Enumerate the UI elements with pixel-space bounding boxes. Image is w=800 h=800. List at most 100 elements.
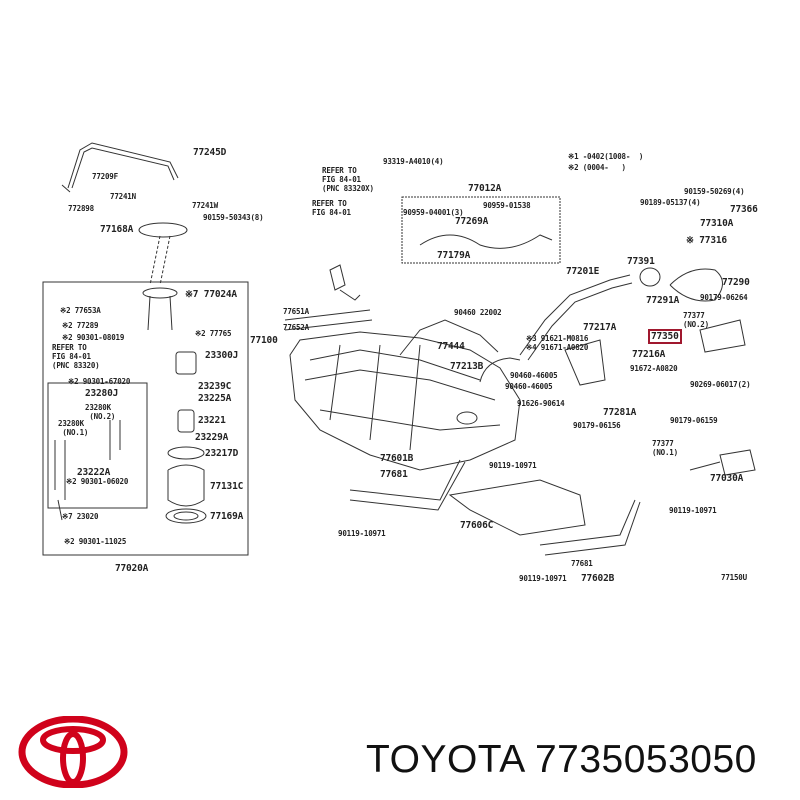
part-label[interactable]: 77681 [571, 559, 593, 568]
fuel-lid [699, 319, 746, 353]
part-label[interactable]: REFER TO FIG 84-01 (PNC 83320X) [322, 166, 374, 193]
part-label[interactable]: 77291A [646, 295, 680, 306]
part-label[interactable]: 91626-90614 [517, 399, 565, 408]
part-label[interactable]: 77606C [460, 520, 494, 531]
part-label[interactable]: 77216A [632, 349, 666, 360]
part-label[interactable]: 90119-10971 [489, 461, 537, 470]
part-label[interactable]: 90959-04001(3) [403, 208, 464, 217]
part-label[interactable]: 77169A [210, 511, 244, 522]
part-label[interactable]: ※2 (0004- ) [568, 163, 626, 172]
part-label[interactable]: 77241W [192, 201, 218, 210]
part-label[interactable]: 77310A [700, 218, 734, 229]
part-label[interactable]: 77290 [722, 277, 750, 288]
part-label[interactable]: 90159-50343(8) [203, 213, 264, 222]
part-label[interactable]: 23229A [195, 432, 229, 443]
pump-body [175, 351, 197, 375]
part-label[interactable]: 77150U [721, 573, 747, 582]
part-label[interactable]: ※7 23020 [62, 512, 99, 521]
vent-hose-kit-box [401, 196, 561, 264]
part-label[interactable]: 90189-05137(4) [640, 198, 701, 207]
part-label[interactable]: 90460-46005 [510, 371, 558, 380]
part-label[interactable]: REFER TO FIG 84-01 [312, 199, 351, 217]
part-label[interactable]: 77681 [380, 469, 408, 480]
part-label[interactable]: 90119-10971 [338, 529, 386, 538]
part-label[interactable]: 23225A [198, 393, 232, 404]
part-label[interactable]: 77131C [210, 481, 244, 492]
part-label[interactable]: 77213B [450, 361, 484, 372]
fuel-tube [61, 142, 179, 193]
part-label[interactable]: REFER TO FIG 84-01 (PNC 83320) [52, 343, 100, 370]
filter [177, 409, 195, 433]
part-label[interactable]: ※2 90301-06020 [66, 477, 129, 486]
part-label[interactable]: ※2 90301-67020 [68, 377, 131, 386]
part-label[interactable]: 77391 [627, 256, 655, 267]
part-label[interactable]: 77030A [710, 473, 744, 484]
part-label[interactable]: 23280K (NO.2) [85, 403, 116, 421]
part-label[interactable]: 77012A [468, 183, 502, 194]
tank-opening [456, 411, 478, 425]
part-label[interactable]: 90159-50269(4) [684, 187, 745, 196]
guide-lines [149, 235, 171, 286]
part-label[interactable]: ※2 90301-08019 [62, 333, 125, 342]
part-label[interactable]: 772898 [68, 204, 94, 213]
part-label[interactable]: 90179-06264 [700, 293, 748, 302]
protector-plate [448, 479, 586, 536]
part-label[interactable]: 23239C [198, 381, 232, 392]
part-label[interactable]: ※1 -0402(1008- ) [568, 152, 644, 161]
part-label[interactable]: 23222A [77, 467, 111, 478]
part-label[interactable]: 77209F [92, 172, 118, 181]
part-label[interactable]: ※2 77653A [60, 306, 101, 315]
part-label[interactable]: 77179A [437, 250, 471, 261]
part-label[interactable]: ※ 77316 [686, 235, 727, 246]
part-label[interactable]: 23280K (NO.1) [58, 419, 89, 437]
part-label[interactable]: 90959-01538 [483, 201, 531, 210]
part-label[interactable]: 77020A [115, 563, 149, 574]
part-label[interactable]: ※2 90301-11025 [64, 537, 127, 546]
part-label[interactable]: 90460 22002 [454, 308, 502, 317]
pump-top [142, 287, 178, 299]
fuel-pump-assembly-box [42, 281, 249, 556]
part-label[interactable]: 23217D [205, 448, 239, 459]
part-label[interactable]: 90269-06017(2) [690, 380, 751, 389]
part-label[interactable]: 91672-A0820 [630, 364, 678, 373]
part-label[interactable]: ※2 77289 [62, 321, 99, 330]
part-label[interactable]: 77377 (NO.1) [652, 439, 678, 457]
filler-pipe [519, 274, 633, 361]
part-label[interactable]: 90119-10971 [519, 574, 567, 583]
part-label[interactable]: 77217A [583, 322, 617, 333]
part-label[interactable]: 77377 (NO.2) [683, 311, 709, 329]
gasket-ring [165, 508, 207, 524]
part-label[interactable]: 77652A [283, 323, 309, 332]
part-label[interactable]: 23280J [85, 388, 119, 399]
pump-flange [138, 222, 188, 238]
fuel-tank [289, 331, 521, 471]
part-label[interactable]: 77245D [193, 147, 227, 158]
part-label[interactable]: 90179-06159 [670, 416, 718, 425]
part-label[interactable]: 93319-A4010(4) [383, 157, 444, 166]
part-label[interactable]: ※3 91621-M0816 [526, 334, 589, 343]
part-label[interactable]: 90460-46005 [505, 382, 553, 391]
part-label[interactable]: 23221 [198, 415, 226, 426]
tank-ribs [304, 344, 501, 451]
part-label[interactable]: 77651A [283, 307, 309, 316]
part-label[interactable]: 90119-10971 [669, 506, 717, 515]
part-label[interactable]: 77602B [581, 573, 615, 584]
part-label[interactable]: ※7 77024A [185, 289, 237, 300]
part-label[interactable]: 77444 [437, 341, 465, 352]
part-label[interactable]: 77100 [250, 335, 278, 346]
part-label[interactable]: ※2 77765 [195, 329, 232, 338]
highlighted-part-label[interactable]: 77350 [648, 329, 682, 344]
sender-gauge [329, 264, 361, 301]
part-label[interactable]: 77201E [566, 266, 600, 277]
filler-neck-ring [639, 267, 661, 287]
part-label[interactable]: 77601B [380, 453, 414, 464]
part-label[interactable]: 77269A [455, 216, 489, 227]
part-label[interactable]: 77281A [603, 407, 637, 418]
part-label[interactable]: 90179-06156 [573, 421, 621, 430]
part-label[interactable]: 23300J [205, 350, 239, 361]
part-label[interactable]: 77168A [100, 224, 134, 235]
part-label[interactable]: 77241N [110, 192, 136, 201]
part-label[interactable]: 77366 [730, 204, 758, 215]
part-label[interactable]: ※4 91671-A0820 [526, 343, 589, 352]
